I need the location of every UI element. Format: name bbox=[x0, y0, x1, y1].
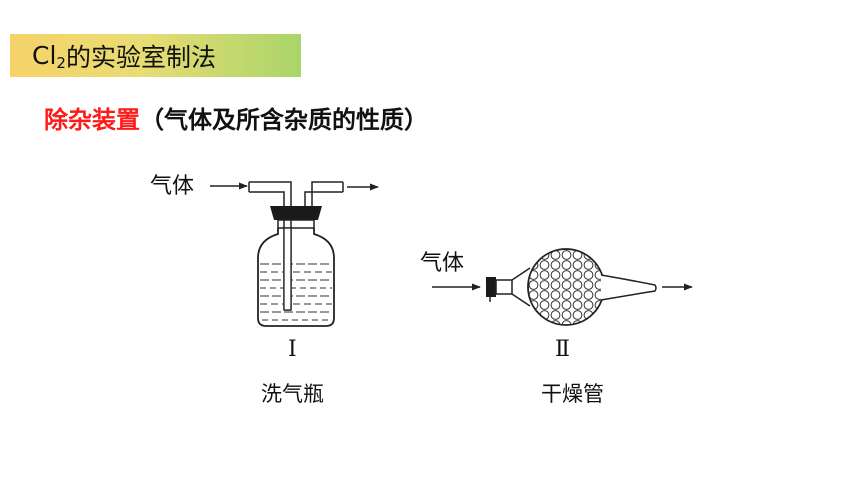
gas-washing-bottle: 气体 bbox=[150, 174, 379, 327]
section-rest: （气体及所含杂质的性质） bbox=[140, 106, 428, 134]
desiccant-granules bbox=[528, 249, 604, 325]
section-highlight: 除杂装置 bbox=[44, 106, 140, 134]
section-heading: 除杂装置（气体及所含杂质的性质） bbox=[44, 100, 428, 135]
outlet-tube bbox=[304, 181, 343, 212]
bottle-body bbox=[257, 228, 335, 327]
drying-tube: 气体 bbox=[420, 248, 693, 326]
gas-label-2: 气体 bbox=[420, 251, 464, 276]
gas-label-1: 气体 bbox=[150, 174, 194, 199]
roman-label-2: Ⅱ bbox=[555, 337, 570, 362]
drying-tube-tail bbox=[600, 274, 657, 301]
inlet-stopper bbox=[486, 277, 496, 297]
rubber-stopper bbox=[270, 206, 322, 220]
title-suffix: 的实验室制法 bbox=[65, 42, 216, 72]
title-subscript: 2 bbox=[56, 53, 66, 72]
washing-liquid bbox=[260, 263, 332, 321]
title-prefix: Cl bbox=[32, 41, 57, 70]
caption-drying-tube: 干燥管 bbox=[541, 382, 604, 406]
caption-washing-bottle: 洗气瓶 bbox=[261, 382, 324, 406]
roman-label-1: Ⅰ bbox=[288, 337, 297, 362]
